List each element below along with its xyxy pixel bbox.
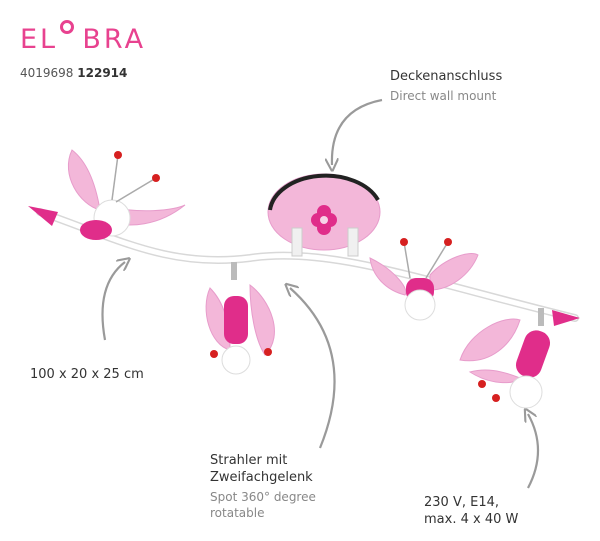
article-id: 122914 [77,66,128,80]
brand-suffix: BRA [82,24,147,55]
spot-sub-line1: Spot 360° degree [210,490,316,504]
spot-title-line2: Zweifachgelenk [210,470,313,485]
flower-icon [311,205,337,235]
mount-subtitle: Direct wall mount [390,89,497,103]
butterfly-spot-4 [459,308,551,409]
power-line2: max. 4 x 40 W [424,512,519,527]
butterfly-spot-3 [369,238,479,321]
dimensions-text: 100 x 20 x 25 cm [30,367,144,382]
mount-arrow [332,98,383,165]
brand-prefix: EL [20,24,59,55]
power-line1: 230 V, E14, [424,495,499,510]
dimensions-callout: 100 x 20 x 25 cm [30,366,144,383]
spot-title-line1: Strahler mit [210,453,288,468]
mount-callout: Deckenanschluss Direct wall mount [390,68,502,104]
rail-left-arrowhead [28,206,58,226]
mount-title: Deckenanschluss [390,69,503,84]
ceiling-mount [267,173,381,257]
butterfly-spot-2 [205,262,275,375]
brand-o: O [58,20,82,55]
spot-callout: Strahler mit Zweifachgelenk Spot 360° de… [210,452,316,521]
spot-sub-line2: rotatable [210,506,265,520]
article-prefix: 4019698 [20,66,74,80]
power-callout: 230 V, E14, max. 4 x 40 W [424,494,518,528]
rail-right-arrowhead [552,310,580,326]
article-number: 4019698 122914 [20,66,127,80]
dimensions-arrow [101,262,126,341]
butterfly-spot-1 [67,149,186,240]
spot-arrow [290,288,336,449]
brand-logo: ELOBRA [20,20,147,55]
power-arrow [528,414,539,489]
